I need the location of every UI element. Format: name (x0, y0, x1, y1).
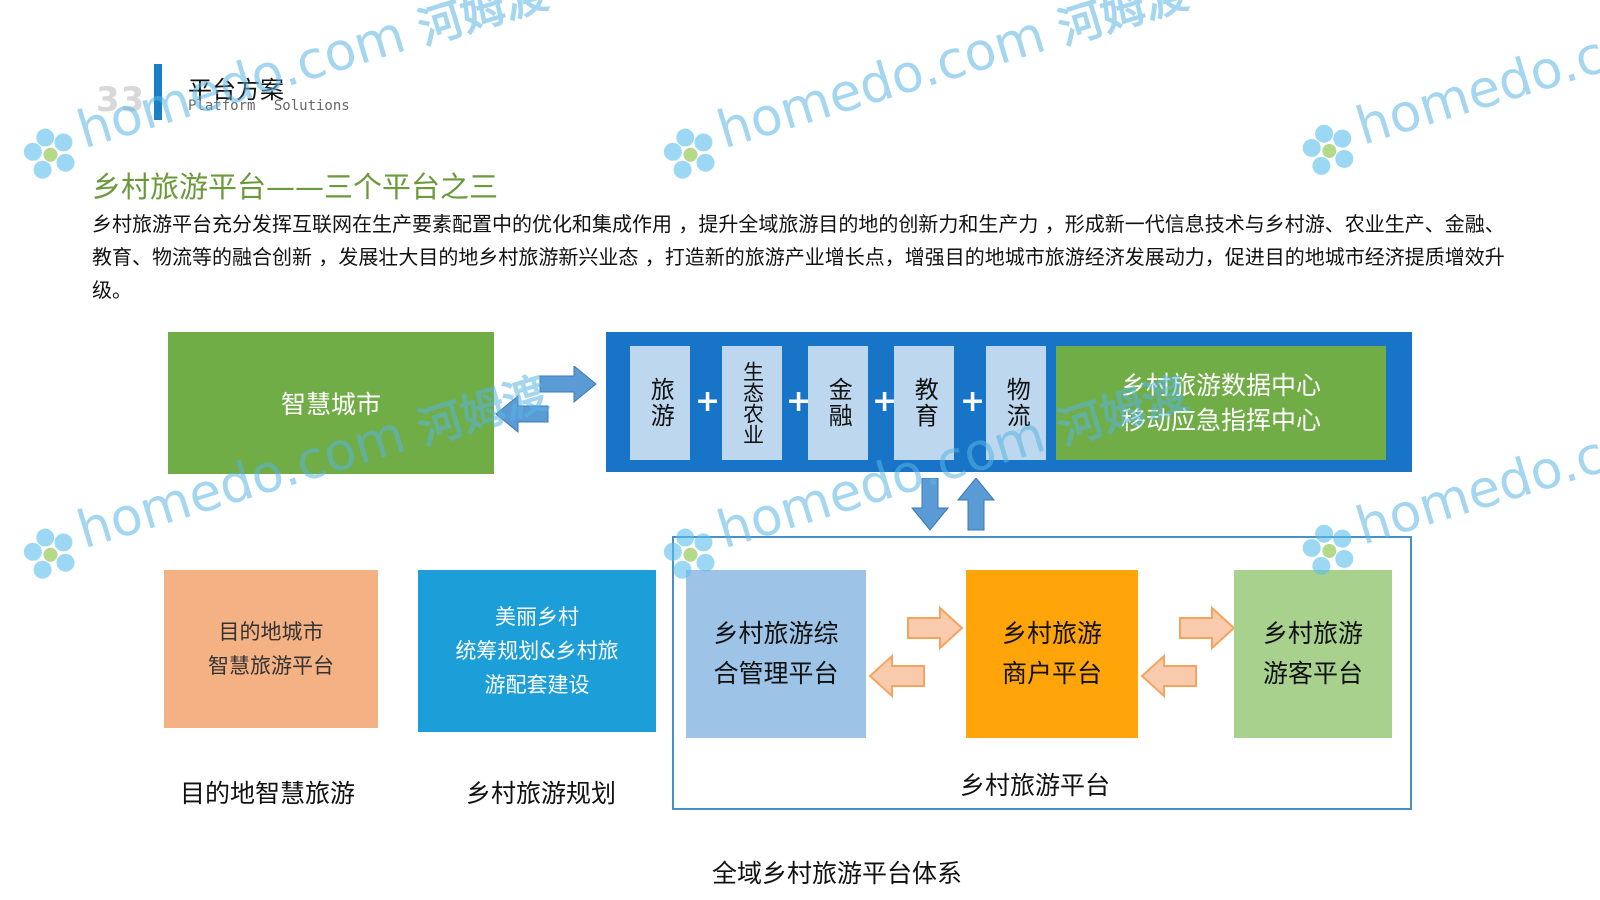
module-education: 教育 (894, 346, 954, 460)
module-eco-agriculture-label: 生态农业 (740, 361, 765, 445)
intro-paragraph: 乡村旅游平台充分发挥互联网在生产要素配置中的优化和集成作用 ，提升全域旅游目的地… (92, 212, 1505, 302)
merchant-platform-box: 乡村旅游 商户平台 (966, 570, 1138, 738)
module-education-label: 教育 (910, 377, 939, 429)
arrow-down-icon (910, 478, 950, 531)
orange-arrows-icon (1140, 606, 1236, 699)
orange-arrows-icon (868, 606, 964, 699)
arrow-left-icon (495, 394, 549, 434)
flower-logo-icon (663, 128, 715, 179)
watermark-cn: 河姆渡 (1052, 0, 1194, 56)
plus-sign: + (786, 384, 812, 419)
flower-logo-icon (23, 528, 75, 579)
header-accent-bar (154, 64, 162, 120)
data-center-box: 乡村旅游数据中心 移动应急指挥中心 (1056, 346, 1386, 460)
beautiful-village-box: 美丽乡村 统筹规划&乡村旅 游配套建设 (418, 570, 656, 732)
header-subtitle: Platform Solutions (188, 98, 350, 114)
planning-label: 乡村旅游规划 (466, 779, 617, 808)
management-platform-box: 乡村旅游综 合管理平台 (686, 570, 866, 738)
module-tourism-label: 旅游 (646, 377, 675, 429)
module-finance-label: 金融 (824, 377, 853, 429)
destination-label: 目的地智慧旅游 (180, 779, 356, 808)
watermark-latin: homedo.com (1349, 0, 1600, 158)
plus-sign: + (960, 384, 986, 419)
flower-logo-icon (23, 128, 75, 179)
watermark-latin: homedo.com (710, 4, 1053, 162)
arrow-left-icon (1140, 653, 1197, 699)
smart-city-box: 智慧城市 (168, 332, 494, 474)
vertical-arrows-icon (910, 478, 996, 531)
section-title: 乡村旅游平台——三个平台之三 (92, 170, 499, 204)
rural-platform-label: 乡村旅游平台 (960, 771, 1111, 800)
overall-system-label: 全域乡村旅游平台体系 (712, 859, 963, 888)
page-number: 33 (96, 80, 146, 120)
header-title: 平台方案 (188, 76, 284, 104)
arrow-left-icon (868, 653, 925, 699)
arrow-up-icon (956, 478, 996, 531)
flower-logo-icon (1302, 124, 1354, 175)
rural-platform-frame (672, 536, 1412, 810)
watermark: homedo.com 河姆渡 (650, 0, 1197, 189)
tourist-platform-box: 乡村旅游 游客平台 (1234, 570, 1392, 738)
plus-sign: + (872, 384, 898, 419)
module-logistics: 物流 (986, 346, 1046, 460)
watermark: homedo.com (1290, 1, 1600, 186)
module-finance: 金融 (808, 346, 868, 460)
arrow-right-icon (907, 606, 964, 651)
plus-sign: + (695, 384, 721, 419)
arrow-right-icon (539, 366, 597, 404)
bidirectional-arrows-icon (495, 366, 597, 434)
module-eco-agriculture: 生态农业 (722, 346, 782, 460)
module-logistics-label: 物流 (1002, 377, 1031, 429)
arrow-right-icon (1179, 606, 1236, 651)
watermark-cn: 河姆渡 (412, 0, 554, 56)
destination-platform-box: 目的地城市 智慧旅游平台 (164, 570, 378, 728)
module-tourism: 旅游 (630, 346, 690, 460)
